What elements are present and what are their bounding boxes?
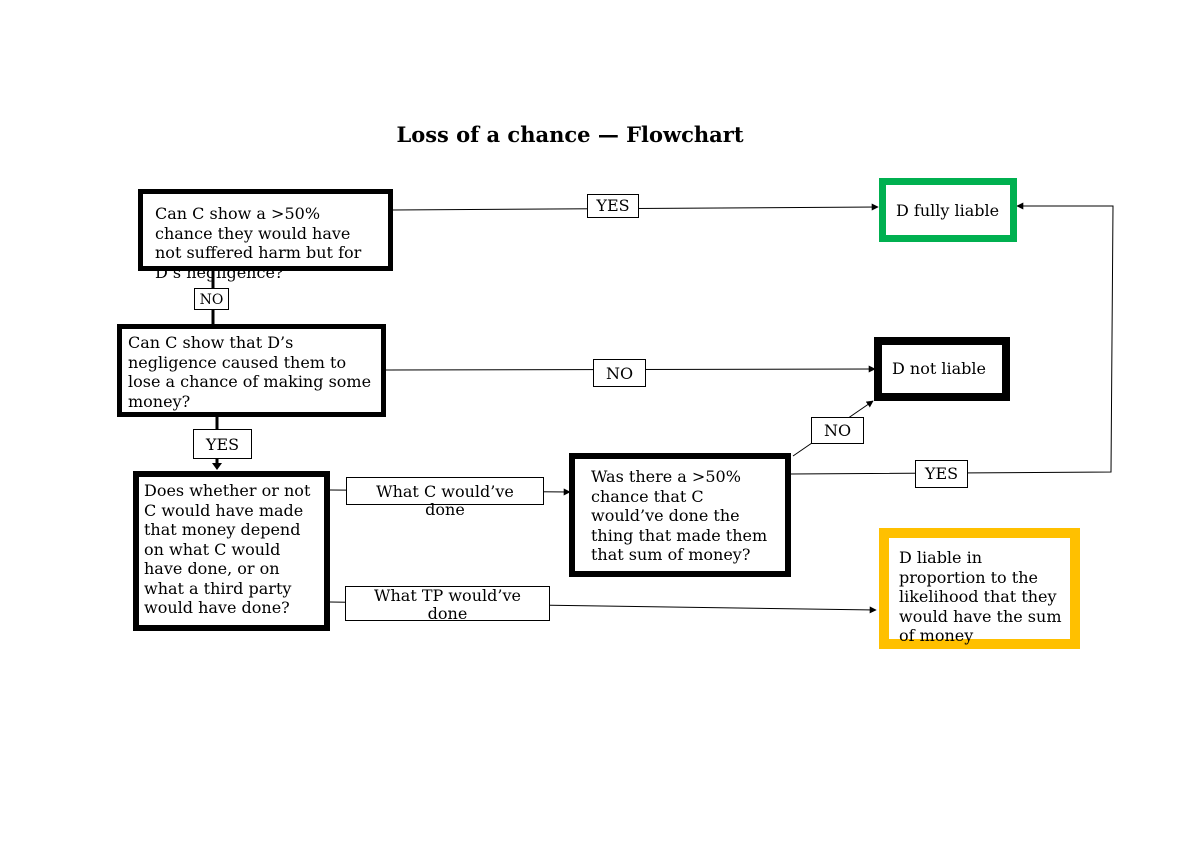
- label-q2-yes: YES: [193, 429, 252, 459]
- node-q3-text: Does whether or not C would have made th…: [144, 481, 311, 617]
- node-q2-text: Can C show that D’s negligence caused th…: [128, 333, 372, 411]
- outcome-d-not-liable-text: D not liable: [892, 359, 986, 378]
- node-q3: Does whether or not C would have made th…: [133, 471, 330, 631]
- outcome-d-proportional-text: D liable in proportion to the likelihood…: [899, 548, 1062, 645]
- label-q2-no: NO: [593, 359, 646, 387]
- node-q2: Can C show that D’s negligence caused th…: [117, 324, 386, 417]
- node-q4: Was there a >50% chance that C would’ve …: [569, 453, 791, 577]
- label-what-c-done: What C would’ve done: [346, 477, 544, 519]
- outcome-d-fully-liable: D fully liable: [879, 178, 1017, 242]
- outcome-d-fully-liable-text: D fully liable: [896, 201, 1000, 220]
- outcome-d-proportional: D liable in proportion to the likelihood…: [879, 528, 1080, 649]
- node-q4-text: Was there a >50% chance that C would’ve …: [591, 467, 768, 564]
- label-q4-no: NO: [811, 417, 864, 444]
- page-title: Loss of a chance — Flowchart: [396, 122, 744, 147]
- node-q1: Can C show a >50% chance they would have…: [138, 189, 393, 282]
- label-q1-no: NO: [194, 288, 229, 310]
- outcome-d-not-liable: D not liable: [874, 337, 1010, 401]
- label-what-tp-done: What TP would’ve done: [345, 586, 550, 623]
- label-q1-yes: YES: [587, 194, 639, 218]
- node-q1-text: Can C show a >50% chance they would have…: [155, 204, 362, 282]
- label-q4-yes: YES: [915, 460, 968, 488]
